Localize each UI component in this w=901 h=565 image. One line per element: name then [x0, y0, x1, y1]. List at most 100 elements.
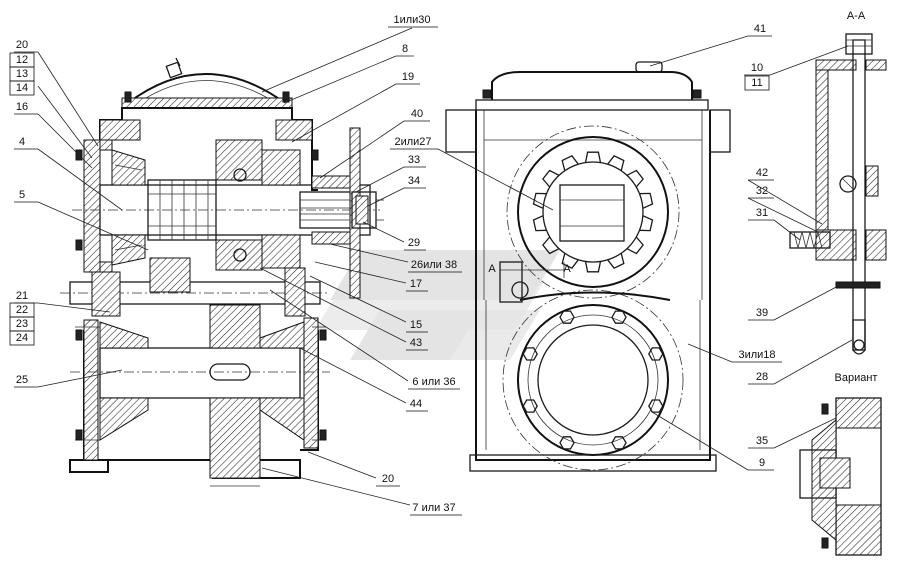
top-cover-front	[491, 71, 693, 100]
label-31: 31	[756, 207, 768, 219]
label-5: 5	[19, 189, 25, 201]
leader-line	[37, 148, 123, 211]
leader-line	[261, 467, 411, 506]
label-2ili27: 2или27	[394, 136, 431, 148]
label-23: 23	[16, 318, 28, 330]
label-7ili37: 7 или 37	[412, 502, 455, 514]
gear-tooth	[542, 236, 560, 255]
leader-line	[261, 27, 413, 93]
lower-right-bearing	[259, 321, 305, 349]
gear-tooth	[639, 215, 654, 232]
top-cover	[127, 73, 286, 104]
label-15: 15	[410, 319, 422, 331]
gear-tooth	[626, 169, 644, 188]
gear-tooth	[561, 253, 579, 270]
label-22: 22	[16, 304, 28, 316]
label-11: 11	[751, 77, 762, 89]
cover-flange	[121, 97, 293, 109]
gear-tooth	[584, 261, 602, 273]
label-A1: А	[488, 263, 496, 275]
leader-line	[37, 51, 99, 147]
leader-line	[319, 120, 405, 179]
leader-line	[773, 284, 841, 321]
label-40: 40	[411, 108, 423, 120]
leader-line	[773, 417, 837, 449]
label-42: 42	[756, 167, 768, 179]
leader-line	[37, 85, 93, 159]
hex-bolt	[559, 310, 575, 324]
label-32: 32	[756, 185, 768, 197]
label-44: 44	[410, 398, 422, 410]
leader-line	[291, 83, 397, 143]
leader-line	[259, 267, 407, 343]
leader-line	[37, 201, 149, 251]
lower-gear	[209, 304, 261, 349]
label-10: 10	[751, 62, 763, 74]
gear-tooth	[639, 192, 654, 209]
label-9: 9	[759, 457, 765, 469]
label-20b: 20	[382, 473, 394, 485]
label-25: 25	[16, 374, 28, 386]
label-box	[744, 75, 770, 91]
leader-line	[773, 339, 853, 385]
label-1ili30: 1или30	[393, 14, 430, 26]
hex-bolt	[648, 347, 664, 361]
label-16: 16	[16, 101, 28, 113]
upper-bearing-boss	[517, 136, 669, 288]
leader-line	[747, 179, 823, 225]
leader-line	[37, 302, 111, 313]
leader-lines	[9, 26, 853, 516]
section-view-left	[60, 57, 384, 487]
label-24: 24	[16, 332, 28, 344]
leader-line	[651, 411, 749, 471]
label-28: 28	[756, 371, 768, 383]
upper-right-bearing	[233, 149, 301, 269]
label-29: 29	[408, 237, 420, 249]
front-view-center	[445, 61, 731, 472]
section-aa-view	[789, 33, 887, 556]
leader-line	[307, 451, 377, 479]
leader-line	[747, 197, 819, 233]
leader-line	[649, 35, 749, 67]
variant-detail	[799, 397, 882, 556]
hex-bolt	[522, 347, 538, 361]
splined-output-shaft	[299, 191, 353, 229]
upper-gear-left	[215, 139, 263, 181]
upper-left-bearing	[111, 149, 146, 266]
label-21: 21	[16, 290, 28, 302]
gear-tooth	[561, 154, 579, 171]
flange-bolts-front	[522, 310, 664, 450]
left-cap-upper	[83, 139, 101, 273]
leader-line	[37, 113, 93, 169]
hex-bolt	[559, 436, 575, 450]
label-43: 43	[410, 337, 422, 349]
label-A2: А	[563, 263, 571, 275]
label-AA: А-А	[847, 10, 866, 22]
label-14: 14	[16, 82, 28, 94]
label-17: 17	[410, 278, 422, 290]
leader-line	[329, 243, 409, 263]
aa-shaft	[852, 39, 866, 351]
leader-line	[367, 187, 405, 207]
gear-tooth	[584, 151, 602, 163]
breather-cap	[635, 61, 663, 73]
label-4: 4	[19, 136, 25, 148]
label-39: 39	[756, 307, 768, 319]
hex-bolt	[522, 399, 538, 413]
hex-bolt	[611, 436, 627, 450]
label-35: 35	[756, 435, 768, 447]
gear-tooth	[626, 236, 644, 255]
upper-gear-teeth	[532, 151, 654, 273]
lower-shaft	[99, 347, 301, 399]
label-26ili38: 26или 38	[411, 259, 457, 271]
gear-tooth	[532, 215, 547, 232]
housing-body-front	[475, 110, 711, 461]
label-12: 12	[16, 54, 28, 66]
gear-tooth	[607, 253, 625, 270]
leader-line	[299, 347, 407, 404]
pinion-gear	[147, 179, 217, 241]
leader-line	[362, 221, 405, 243]
label-8: 8	[402, 43, 408, 55]
